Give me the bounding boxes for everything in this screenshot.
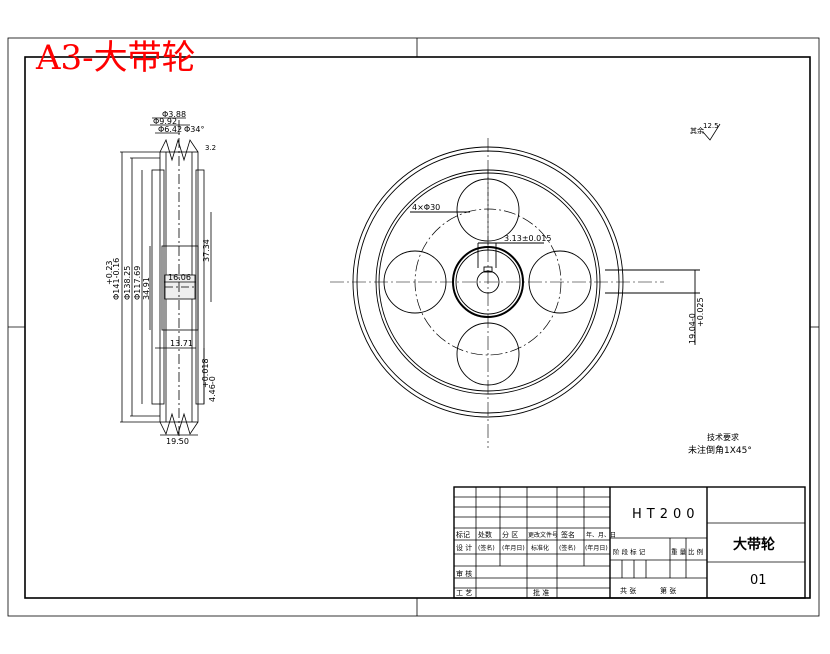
tb-approve: 批 准	[533, 588, 549, 597]
tb-material: HT200	[632, 507, 700, 522]
dim-angle: Φ34°	[184, 125, 204, 134]
tb-sheet-number: 第 张	[660, 586, 676, 595]
dim-d-top2: Φ9.92	[153, 117, 177, 126]
tb-header-sign: 签名	[561, 530, 575, 539]
tb-header-zone: 分 区	[502, 530, 518, 539]
front-view	[330, 138, 700, 448]
dim-w-total: 19.50	[166, 437, 189, 446]
front-view-labels: 4×Φ30 3.13±0.015 +0.025 19.04-0 12.5 其余 …	[412, 122, 752, 456]
roughness-symbol-value: 12.5	[703, 122, 719, 130]
tech-req-line: 未注倒角1X45°	[688, 444, 752, 456]
tb-standardize: 标准化	[531, 544, 549, 552]
tb-std-sign: (签名)	[559, 544, 576, 552]
tb-part-name: 大带轮	[733, 536, 775, 553]
tb-header-date: 年、月、日	[586, 531, 616, 539]
tb-weight: 重 量	[671, 548, 687, 556]
dim-h-37: 37.34	[202, 239, 211, 262]
tb-stage-mark: 阶 段 标 记	[613, 547, 646, 556]
dim-v-1904: 19.04-0	[688, 313, 697, 344]
drawing-title: A3-大带轮	[36, 38, 196, 78]
tb-design-date: (年月日)	[502, 544, 525, 552]
dim-d-hub: Φ117.69	[133, 266, 142, 300]
dim-keyway: 3.13±0.015	[504, 234, 551, 243]
tb-sheets-total: 共 张	[620, 586, 636, 595]
dim-d-outer-tol: +0.23	[105, 260, 114, 285]
side-section-view	[120, 117, 212, 440]
side-view-labels: Φ3.88 Φ9.92 Φ6.42 Φ34° 3.2 Φ141-0.16 +0.…	[105, 110, 217, 446]
tb-scale: 比 例	[688, 547, 703, 556]
inner-frame	[24, 56, 811, 599]
tb-std-date: (年月日)	[585, 544, 608, 552]
title-block	[453, 486, 806, 599]
title-block-labels: 标记 处数 分 区 更改文件号 签名 年、月、日 设 计 (签名) (年月日) …	[456, 507, 775, 597]
dim-roughness-note: 3.2	[205, 144, 216, 152]
tb-drawing-no: 01	[750, 573, 767, 588]
tech-req-title: 技术要求	[707, 432, 739, 442]
dim-v-446: 4.46-0	[208, 376, 217, 402]
dim-holes: 4×Φ30	[412, 203, 440, 212]
tb-review: 审 核	[456, 569, 472, 578]
tb-process: 工 艺	[456, 589, 472, 597]
tb-header-change-doc: 更改文件号	[528, 531, 558, 539]
centering-marks	[8, 38, 819, 616]
dim-tol-025: +0.025	[696, 297, 705, 327]
tb-design-sign: (签名)	[478, 544, 495, 552]
dim-w-hub: 16.06	[168, 273, 191, 282]
dim-d-outer: Φ141-0.16	[112, 258, 121, 300]
tb-header-count: 处数	[478, 530, 492, 539]
dim-bore-ring: 34.91	[142, 277, 151, 300]
dim-tol-018: +0.018	[201, 358, 210, 388]
roughness-check-icon	[702, 123, 721, 141]
dim-d-top1: Φ3.88	[162, 110, 186, 119]
dim-w-rim: 13.71	[170, 339, 193, 348]
tb-design: 设 计	[456, 543, 472, 552]
roughness-label: 其余	[690, 126, 704, 135]
tb-header-mark: 标记	[456, 530, 470, 539]
dim-d-top3: Φ6.42	[158, 125, 182, 134]
dim-d-groove: Φ138.25	[123, 266, 132, 300]
